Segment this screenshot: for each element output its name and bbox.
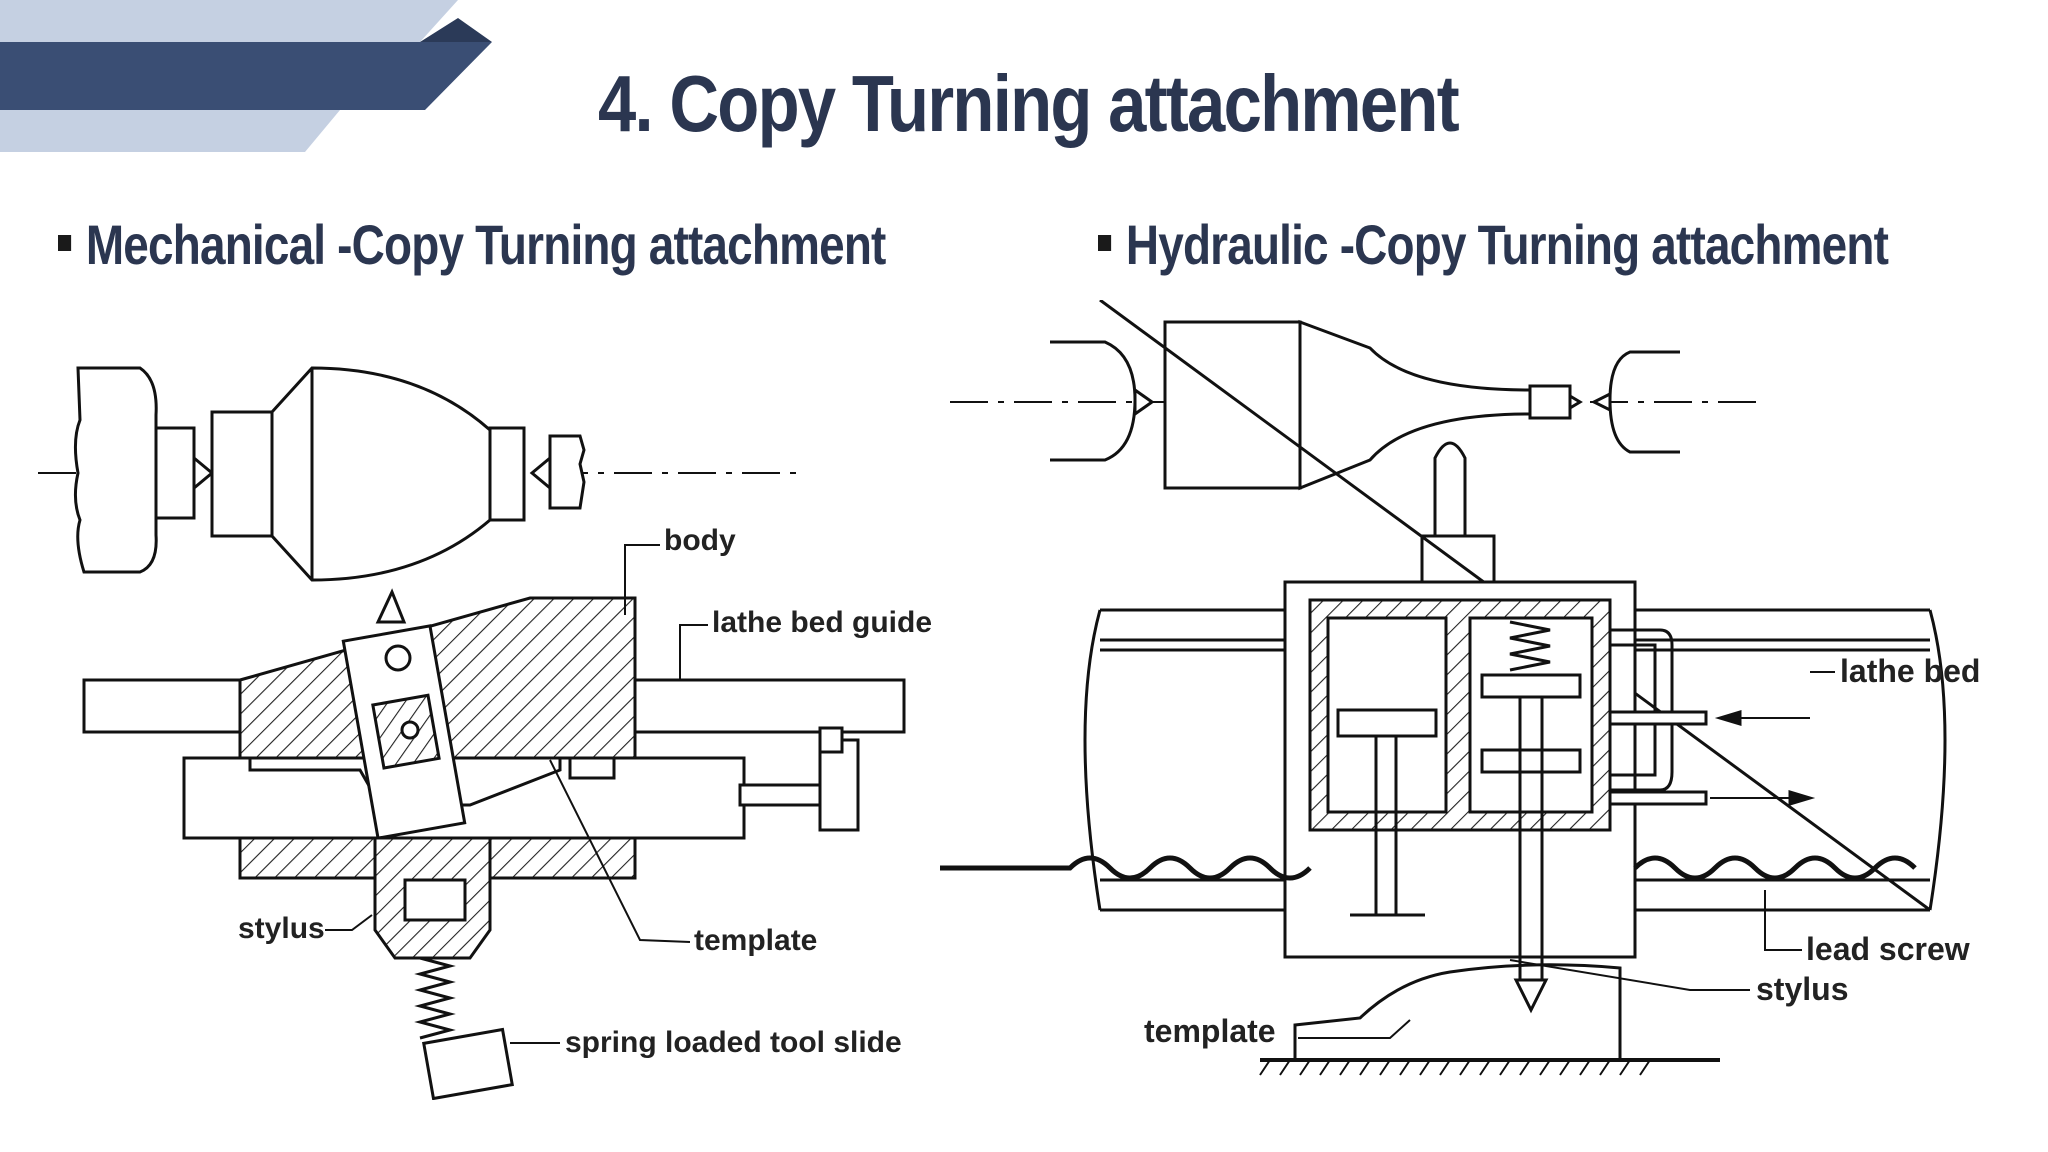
label-stylus: stylus [238,912,325,945]
label-template: template [694,924,817,957]
label-stylus: stylus [1756,971,1848,1007]
mechanical-heading: Mechanical -Copy Turning attachment [58,212,886,277]
hydraulic-heading: Hydraulic -Copy Turning attachment [1098,212,1889,277]
label-spring-loaded-tool-slide: spring loaded tool slide [565,1026,902,1059]
hydraulic-diagram: lathe bed lead screw stylus template [940,300,1980,1076]
bullet-icon [58,235,72,252]
label-lead-screw: lead screw [1806,931,1970,967]
bullet-icon [1098,235,1112,252]
page-title: 4. Copy Turning attachment [598,59,1460,148]
label-body: body [664,524,736,557]
label-template: template [1144,1013,1276,1049]
header-banner [0,0,492,152]
mechanical-heading-text: Mechanical -Copy Turning attachment [85,213,886,276]
mechanical-diagram: body lathe bed guide stylus template spr… [38,366,932,1100]
label-lathe-bed: lathe bed [1840,653,1980,689]
hydraulic-heading-text: Hydraulic -Copy Turning attachment [1125,213,1889,276]
label-lathe-bed-guide: lathe bed guide [712,606,932,639]
